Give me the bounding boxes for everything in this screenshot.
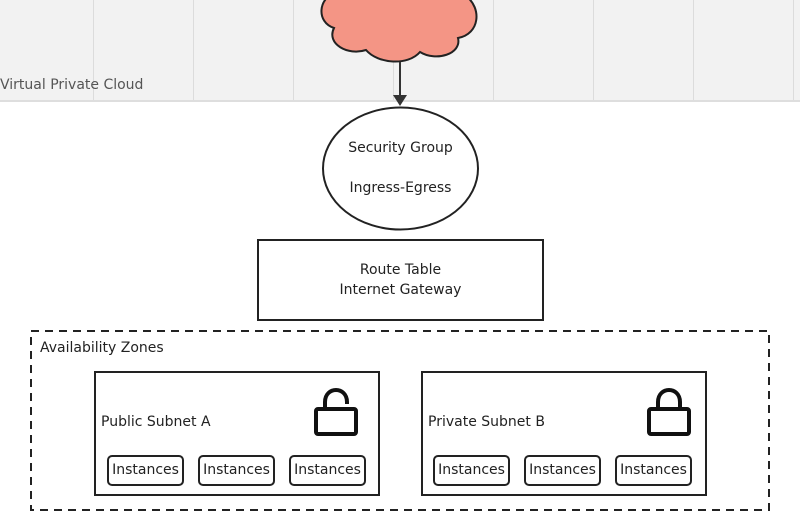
route-table-node[interactable] [257,239,544,321]
route-table-title: Route Table [359,262,442,278]
instance-node[interactable]: Instances [107,455,184,486]
unlocked-padlock-icon [314,388,358,436]
instance-node[interactable]: Instances [615,455,692,486]
route-table-text: Route Table Internet Gateway [258,240,543,320]
security-group-text: Security Group Ingress-Egress [323,108,478,229]
padlock-icon [647,388,691,436]
availability-zones-label: Availability Zones [40,340,164,356]
instance-node[interactable]: Instances [524,455,601,486]
instance-node[interactable]: Instances [289,455,366,486]
security-group-subtitle: Ingress-Egress [349,180,452,196]
security-group-title: Security Group [348,140,453,156]
arrowhead [393,95,407,106]
instance-node[interactable]: Instances [198,455,275,486]
security-group-node[interactable] [322,106,479,231]
availability-zones-container[interactable] [30,330,770,511]
instance-node[interactable]: Instances [433,455,510,486]
public-subnet-label: Public Subnet A [101,414,211,430]
cloud-icon[interactable] [320,0,478,63]
vpc-label: Virtual Private Cloud [0,77,144,93]
route-table-subtitle: Internet Gateway [339,282,462,298]
private-subnet-label: Private Subnet B [428,414,545,430]
